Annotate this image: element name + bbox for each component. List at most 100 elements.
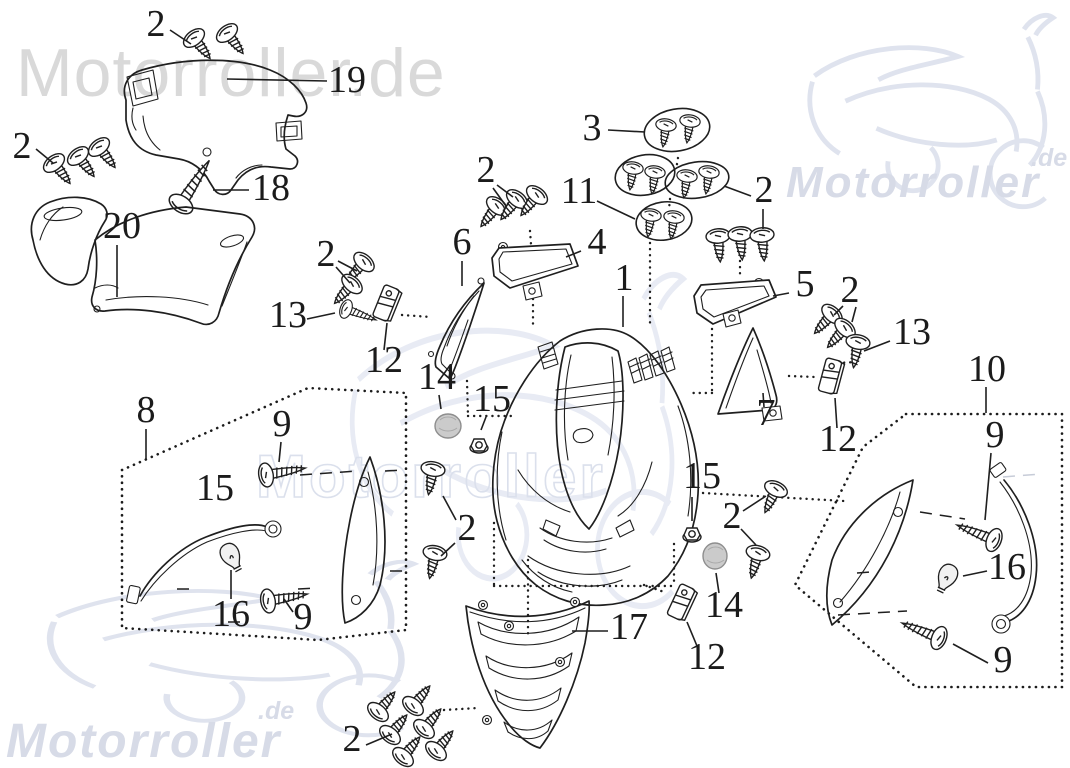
dashed-connector [1002, 473, 1042, 478]
part-label-6: 6 [453, 221, 472, 263]
leader-line-2-left2 [337, 260, 358, 272]
part-label-12-left: 12 [365, 339, 403, 381]
screw-group-ellipse [635, 200, 693, 242]
blinker-wiring-right [989, 462, 1038, 634]
part-label-16-lbox: 16 [212, 593, 250, 635]
screw-icon [738, 542, 773, 582]
dotted-connector [642, 583, 669, 595]
part-label-13-left: 13 [269, 294, 307, 336]
part-label-7: 7 [757, 392, 776, 434]
screw-icon [652, 116, 678, 149]
flange-nut-icon [682, 527, 702, 543]
leader-line-7 [762, 392, 765, 408]
watermark-layer: Motorroller.de Motorroller .de Motorroll… [6, 15, 1067, 768]
part-label-2-bottom: 2 [343, 718, 362, 760]
leader-line-5 [772, 292, 790, 297]
rubber-grommet [434, 413, 462, 439]
part-label-10: 10 [968, 348, 1006, 390]
leader-line-2-center-right [742, 495, 767, 512]
dashed-connector [299, 470, 358, 476]
part-label-8: 8 [137, 389, 156, 431]
leader-line-2-right [851, 306, 857, 323]
scooter-logo-icon [352, 275, 683, 606]
leader-line-2-left2 [335, 266, 351, 284]
part-label-2-center-right: 2 [723, 495, 742, 537]
part-label-2-ellipses: 2 [755, 169, 774, 211]
dotted-connector [674, 156, 680, 172]
watermark-top-left-text: Motorroller.de [16, 35, 446, 111]
assembly-box-layer [120, 386, 1064, 689]
leader-line-15-center-left [480, 416, 487, 431]
bulb-icon [216, 539, 248, 576]
blinker-lens-left [341, 456, 386, 624]
leader-line-2-right [833, 305, 844, 316]
leader-line-2-center-right [740, 528, 757, 546]
leader-line-4 [565, 250, 582, 258]
dashed-connector [837, 610, 908, 616]
part-lower-grille [465, 596, 591, 749]
clip-bracket-icon [817, 356, 846, 396]
leader-line-2-center-left [440, 542, 456, 557]
dotted-connector [701, 491, 847, 503]
dotted-connector [787, 374, 816, 379]
leader-line-2-top [169, 29, 192, 45]
part-front-fairing [491, 328, 700, 607]
screw-group-ellipse-layer [614, 107, 730, 242]
leader-line-2-midleft [492, 187, 507, 207]
leader-line-13-left [306, 312, 336, 320]
part-panel-right [693, 277, 777, 328]
part-triangle-trim-left [427, 277, 485, 380]
leader-line-12-left [383, 322, 388, 351]
part-label-3: 3 [583, 107, 602, 149]
leader-line-19 [226, 78, 328, 82]
screw-icon [676, 112, 702, 145]
leader-line-14-left [438, 394, 442, 410]
dotted-connector [465, 379, 470, 418]
clip-bracket-icon [665, 582, 699, 623]
dashed-connector [384, 469, 406, 472]
leader-line-14-bottom [715, 572, 720, 594]
screw-icon [619, 159, 645, 192]
screw-icon [660, 208, 686, 241]
part-label-12-right: 12 [819, 418, 857, 460]
screw-icon [417, 542, 449, 582]
watermark-de-top-right: .de [1031, 144, 1067, 172]
part-label-9-lbox-top: 9 [273, 403, 292, 445]
part-label-9-rbox-bot: 9 [994, 639, 1013, 681]
part-label-11: 11 [561, 170, 598, 212]
leader-line-9-lbox-top [278, 441, 282, 463]
screw-icon [695, 163, 721, 196]
rubber-grommet [702, 542, 728, 570]
leader-line-9-rbox-top [984, 452, 992, 521]
parts-layer [30, 19, 1038, 768]
part-label-14-left: 14 [418, 356, 456, 398]
part-label-2-right: 2 [841, 269, 860, 311]
dotted-connector [400, 313, 433, 319]
part-label-12-bottom: 12 [688, 636, 726, 678]
dotted-connector [442, 706, 479, 712]
screw-icon [753, 476, 791, 519]
dotted-connector [667, 197, 672, 211]
blinker-lens-right [825, 479, 914, 626]
leader-line-9-rbox-bot [952, 643, 989, 664]
part-label-15-lbox: 15 [196, 467, 234, 509]
part-label-13-right: 13 [893, 311, 931, 353]
scooter-logo-icon [50, 562, 413, 736]
clip-bracket-icon [371, 283, 404, 324]
part-triangle-trim-right [717, 327, 783, 422]
leader-line-13-right [863, 340, 891, 352]
leader-line-9-lbox-bot [283, 598, 294, 613]
left-blinker-box [120, 386, 408, 642]
screw-icon [840, 332, 872, 371]
part-label-16-rbox: 16 [988, 546, 1026, 588]
part-label-2-left2: 2 [317, 233, 336, 275]
bulb-icon [931, 560, 962, 597]
part-label-2-midleft: 2 [477, 149, 496, 191]
part-label-17: 17 [610, 606, 648, 648]
part-label-18: 18 [252, 167, 290, 209]
leader-line-2-center-left [442, 495, 457, 521]
part-label-20: 20 [103, 205, 141, 247]
screw-icon [726, 225, 755, 262]
